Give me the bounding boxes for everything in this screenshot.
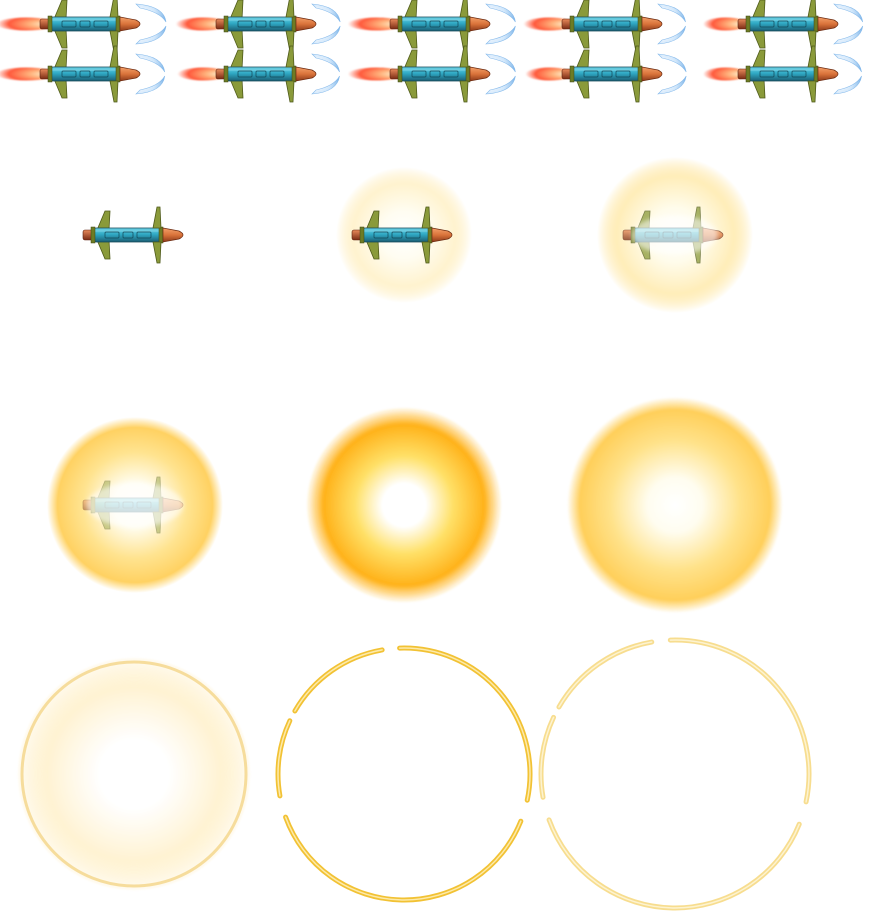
shock-wave — [135, 53, 166, 95]
shock-wave — [833, 53, 862, 95]
missile-flight-frame — [522, 0, 702, 53]
explosion-fireball-frame — [264, 365, 544, 645]
explosion-glow-frame — [535, 95, 815, 375]
shock-wave — [657, 3, 686, 45]
explosion-ring-frame — [535, 634, 815, 914]
missile-flight-frame — [0, 0, 180, 53]
explosion-glow-frame — [0, 365, 275, 645]
missile-body — [39, 45, 141, 103]
shock-ring — [20, 660, 248, 888]
missile-flight-frame — [175, 0, 356, 53]
exhaust-flame — [525, 67, 574, 81]
shock-wave — [485, 3, 516, 45]
glow-highlight — [86, 483, 184, 527]
explosion-ring-frame — [264, 634, 544, 914]
missile-flight-frame — [347, 0, 530, 53]
explosion-glow-frame — [264, 95, 544, 375]
fading-fireball — [18, 658, 250, 890]
missile-flight-frame — [522, 45, 702, 103]
shock-wave — [311, 53, 340, 95]
exhaust-flame — [703, 67, 748, 81]
missile-body — [389, 45, 491, 103]
missile-flight-frame — [698, 0, 878, 53]
exhaust-flame — [177, 67, 229, 81]
missile-flight-frame — [698, 45, 878, 103]
missile-flight-frame — [176, 45, 356, 103]
missile-body — [82, 206, 184, 264]
shock-ring — [538, 637, 812, 911]
missile-body — [215, 45, 317, 103]
missile-flight-frame — [0, 45, 180, 103]
missile-body — [561, 0, 663, 53]
glow-highlight — [632, 215, 718, 255]
missile-body — [215, 0, 317, 53]
fireball — [306, 407, 502, 603]
shock-wave — [485, 53, 516, 95]
fireball — [567, 397, 783, 613]
shock-wave — [657, 53, 687, 95]
missile-body — [389, 0, 491, 53]
missile-body — [737, 45, 839, 103]
missile-idle-frame — [0, 95, 275, 375]
missile-body — [561, 45, 663, 103]
shock-wave — [311, 3, 341, 45]
shock-wave — [833, 3, 864, 45]
missile-body — [39, 0, 141, 53]
shock-ring — [275, 645, 533, 903]
explosion-fade-frame — [0, 634, 274, 914]
explosion-fireball-frame — [535, 365, 815, 645]
missile-body — [737, 0, 839, 53]
missile-flight-frame — [347, 45, 530, 103]
exhaust-flame — [703, 17, 748, 31]
shock-wave — [135, 3, 167, 45]
exhaust-flame — [523, 17, 575, 31]
